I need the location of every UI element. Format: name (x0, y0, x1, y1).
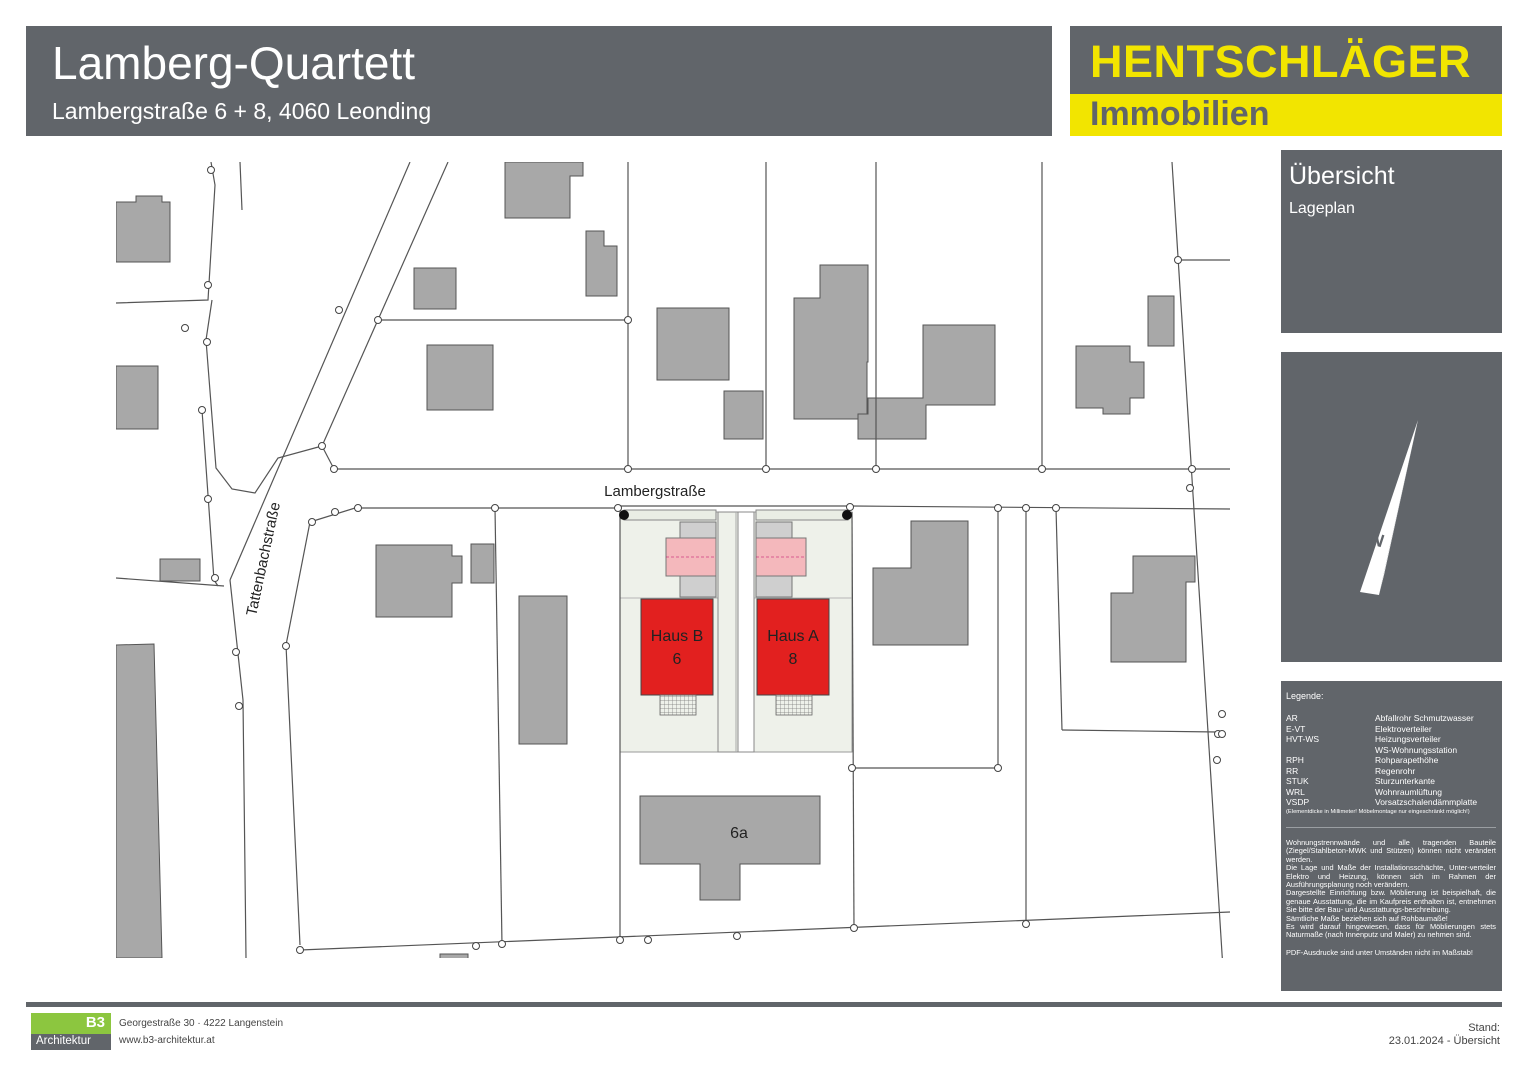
north-arrow-icon: N (1360, 420, 1418, 595)
street-label-lambergstrasse: Lambergstraße (604, 483, 706, 500)
site-plan-map: Lambergstraße Tattenbachstraße Haus B 6 … (116, 162, 1230, 958)
haus-b-name: Haus B (651, 628, 703, 645)
overview-subtitle: Lageplan (1289, 200, 1355, 217)
north-label: N (1368, 528, 1387, 551)
stand-label: Stand: (1468, 1022, 1500, 1034)
neighbor-buildings (116, 162, 1196, 958)
haus-a-number: 8 (789, 651, 798, 668)
legend-notes: Wohnungstrennwände und alle tragenden Ba… (1286, 838, 1496, 957)
overview-title: Übersicht (1289, 162, 1395, 190)
haus-b-number: 6 (673, 651, 682, 668)
site-plan-drawing: Lambergstraße Tattenbachstraße Haus B 6 … (116, 162, 1230, 958)
haus-a (756, 598, 830, 696)
legend-note: Die Lage und Maße der Installationsschäc… (1286, 863, 1496, 890)
footer-divider (26, 1002, 1502, 1007)
overview-panel: Übersicht Lageplan (1281, 150, 1502, 333)
pdf-note: PDF-Ausdrucke sind unter Umständen nicht… (1286, 947, 1473, 957)
legend-note: Es wird darauf hingewiesen, dass für Möb… (1286, 922, 1496, 940)
legend-note: Wohnungstrennwände und alle tragenden Ba… (1286, 838, 1496, 864)
legend-note: Sämtliche Maße beziehen sich auf Rohbaum… (1286, 913, 1448, 923)
header-bar: Lamberg-Quartett Lambergstraße 6 + 8, 40… (26, 26, 1052, 136)
stand-date: 23.01.2024 - Übersicht (1388, 1035, 1500, 1047)
project-address: Lambergstraße 6 + 8, 4060 Leonding (52, 98, 432, 124)
haus-b (640, 598, 714, 696)
b3-mark: B3 (85, 1014, 105, 1031)
north-arrow-panel: N (1281, 352, 1502, 662)
logo-brand-name: HENTSCHLÄGER (1090, 36, 1472, 87)
logo-subtitle: Immobilien (1090, 95, 1270, 133)
haus-a-name: Haus A (767, 628, 819, 645)
architect-website[interactable]: www.b3-architektur.at (119, 1035, 215, 1046)
architect-address: Georgestraße 30 · 4222 Langenstein (119, 1018, 283, 1029)
logo-strip: Immobilien (1070, 94, 1502, 136)
page-title: Lamberg-Quartett (52, 37, 416, 89)
company-logo: HENTSCHLÄGER Immobilien (1070, 26, 1502, 136)
b3-architektur-logo: B3 Architektur (31, 1013, 111, 1050)
neighbor-label-6a: 6a (730, 825, 748, 842)
legend-divider (1286, 827, 1496, 828)
legend-heading: Legende: (1286, 691, 1324, 701)
legend-row: WS-Wohnungsstation (1375, 744, 1458, 755)
legend-note-small: (Elementdicke in Millimeter! Möbelmontag… (1286, 809, 1470, 815)
legend-note: Dargestellte Einrichtung bzw. Möblierung… (1286, 888, 1496, 915)
street-label-tattenbachstrasse: Tattenbachstraße (243, 501, 284, 618)
b3-name: Architektur (36, 1035, 91, 1047)
